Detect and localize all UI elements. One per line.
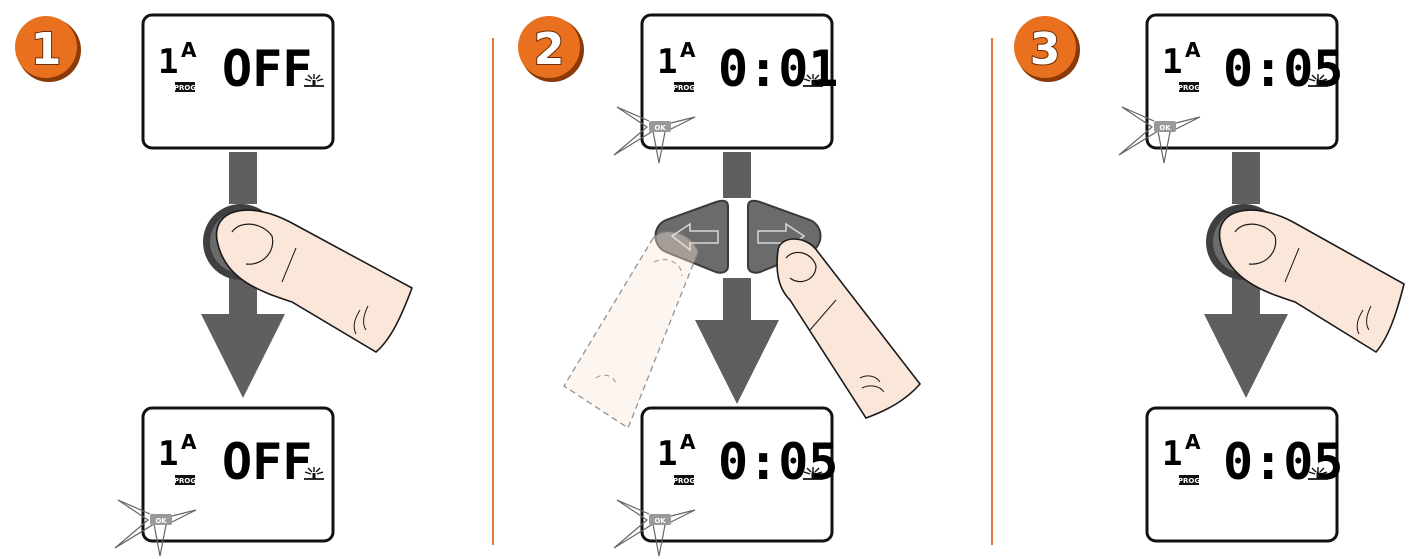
program-number: 1	[158, 42, 178, 82]
display-value: 0:05	[1223, 433, 1343, 491]
station-letter: A	[680, 430, 696, 454]
lcd-display: 1 A PROG 0:05 OK	[613, 406, 838, 557]
ok-label: OK	[155, 517, 167, 525]
step-badge: 3	[1014, 16, 1080, 82]
ok-flash-icon: OK	[613, 499, 696, 557]
station-letter: A	[680, 38, 696, 62]
lcd-display: 1 A PROG 0:05 OK	[1118, 13, 1343, 164]
arrow-left-icon	[670, 222, 719, 252]
step-number: 1	[31, 24, 62, 75]
down-arrow-icon	[695, 320, 779, 404]
prog-indicator	[175, 475, 195, 485]
display-value: OFF	[222, 433, 312, 491]
down-arrow-icon	[201, 314, 285, 398]
lcd-display: 1 A PROG 0:05	[1145, 406, 1343, 543]
prog-indicator	[674, 82, 694, 92]
program-number: 1	[158, 434, 178, 474]
finger-icon	[776, 238, 922, 419]
prog-label: PROG	[174, 477, 196, 485]
program-number: 1	[1162, 434, 1182, 474]
lcd-display: 1 A PROG 0:01 OK	[613, 13, 838, 164]
program-number: 1	[657, 434, 677, 474]
prog-label: PROG	[174, 84, 196, 92]
ok-flash-icon: OK	[1118, 106, 1201, 164]
prog-indicator	[1179, 475, 1199, 485]
ok-label: OK	[654, 517, 666, 525]
ok-flash-icon: OK	[114, 499, 197, 557]
ghost-finger-icon	[563, 231, 699, 429]
program-number: 1	[657, 42, 677, 82]
step-badge: 1	[15, 16, 81, 82]
prog-indicator	[1179, 82, 1199, 92]
left-arrow-button[interactable]	[654, 199, 729, 274]
display-value: OFF	[222, 40, 312, 98]
station-letter: A	[181, 38, 197, 62]
lcd-display: 1 A PROG OFF	[141, 13, 335, 150]
prog-indicator	[674, 475, 694, 485]
display-value: 0:01	[718, 40, 838, 98]
prog-label: PROG	[673, 84, 695, 92]
step-number: 3	[1030, 24, 1061, 75]
lcd-display: 1 A PROG OFF OK	[114, 406, 335, 557]
step-badge: 2	[518, 16, 584, 82]
ok-label: OK	[1159, 124, 1171, 132]
ok-label: OK	[654, 124, 666, 132]
station-letter: A	[1185, 430, 1201, 454]
prog-label: PROG	[673, 477, 695, 485]
step-2: 2 1 A PROG 0:01 OK 1 A PROG 0	[518, 13, 922, 557]
display-value: 0:05	[718, 433, 838, 491]
down-arrow-icon	[1204, 314, 1288, 398]
prog-label: PROG	[1178, 84, 1200, 92]
display-value: 0:05	[1223, 40, 1343, 98]
ok-flash-icon: OK	[613, 106, 696, 164]
station-letter: A	[181, 430, 197, 454]
finger-icon	[1218, 209, 1405, 354]
step-number: 2	[534, 24, 565, 75]
step-1: 1 1 A PROG OFF 1 A PROG OFF	[15, 13, 413, 557]
prog-indicator	[175, 82, 195, 92]
station-letter: A	[1185, 38, 1201, 62]
step-3: 3 1 A PROG 0:05 OK 1 A PROG 0	[1014, 13, 1405, 543]
program-number: 1	[1162, 42, 1182, 82]
finger-icon	[215, 209, 413, 353]
prog-label: PROG	[1178, 477, 1200, 485]
